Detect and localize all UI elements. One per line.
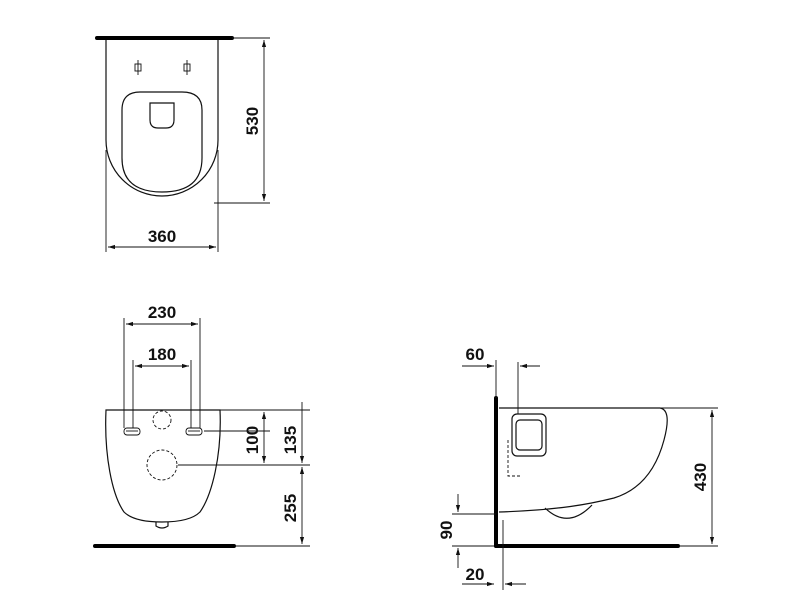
dimension-135-label: 135 bbox=[281, 426, 300, 454]
dimension-230-label: 230 bbox=[148, 303, 176, 322]
dimension-360-label: 360 bbox=[148, 227, 176, 246]
dimension-180: 180 bbox=[132, 345, 192, 428]
dimension-60: 60 bbox=[462, 345, 540, 414]
top-view-flush-outlet bbox=[149, 102, 175, 129]
front-view-bolt-right bbox=[185, 427, 203, 436]
front-view-water-inlet bbox=[152, 410, 172, 430]
top-view-mount-hole-left bbox=[134, 60, 142, 75]
dimension-230: 230 bbox=[123, 303, 201, 428]
top-view-bowl-outline bbox=[105, 40, 219, 197]
front-view-outlet-stub bbox=[155, 522, 169, 529]
dimension-430-label: 430 bbox=[691, 463, 710, 491]
front-view-bolt-left bbox=[123, 427, 141, 436]
side-view-hidden-pipe bbox=[507, 440, 522, 477]
dimension-530-label: 530 bbox=[243, 107, 262, 135]
front-view: 230 180 100 135 255 bbox=[93, 303, 310, 548]
dimension-135: 135 bbox=[281, 402, 305, 463]
dimension-20-label: 20 bbox=[466, 565, 485, 584]
top-view-seat-opening bbox=[121, 91, 203, 193]
dimension-180-label: 180 bbox=[148, 345, 176, 364]
dimension-255-label: 255 bbox=[281, 494, 300, 522]
side-view-bowl-outline bbox=[498, 407, 668, 513]
dimension-530: 530 bbox=[214, 37, 270, 204]
top-view: 530 360 bbox=[95, 36, 270, 252]
dimension-60-label: 60 bbox=[466, 345, 485, 364]
dimension-255: 255 bbox=[281, 467, 305, 544]
dimension-430: 430 bbox=[660, 407, 718, 547]
dimension-20: 20 bbox=[462, 520, 526, 590]
side-view-flush-button bbox=[511, 413, 547, 457]
side-view: 60 430 90 20 bbox=[437, 345, 718, 590]
dimension-90: 90 bbox=[437, 494, 496, 568]
dimension-100: 100 bbox=[243, 412, 267, 463]
front-view-drain-outlet bbox=[146, 449, 178, 481]
dimension-360: 360 bbox=[105, 150, 219, 252]
dimension-90-label: 90 bbox=[437, 521, 456, 540]
front-view-bowl-outline bbox=[105, 409, 221, 523]
side-view-outlet-curve bbox=[544, 504, 593, 519]
dimension-100-label: 100 bbox=[243, 426, 262, 454]
top-view-mount-hole-right bbox=[183, 60, 191, 75]
